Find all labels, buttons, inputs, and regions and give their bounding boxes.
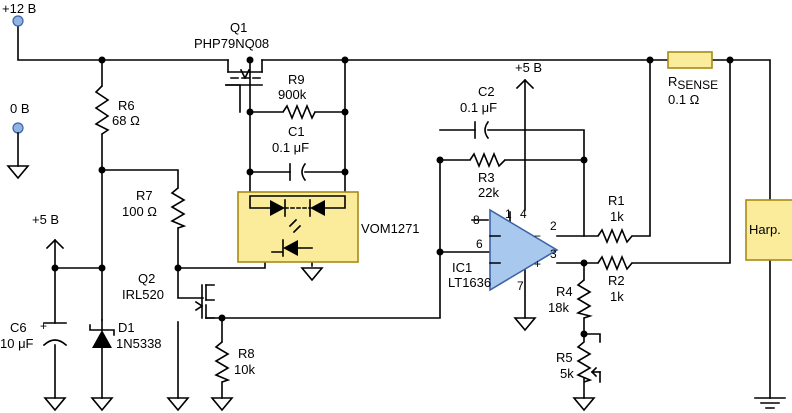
- supply-terminals: [12, 15, 24, 167]
- label-r3-value: 22k: [478, 185, 499, 200]
- label-r8-value: 10k: [234, 362, 255, 377]
- label-opto-part: VOM1271: [361, 221, 420, 236]
- pin-minus: −: [534, 229, 541, 243]
- label-r1-value: 1k: [610, 209, 624, 224]
- label-r4-value: 18k: [548, 300, 569, 315]
- label-r8-ref: R8: [238, 346, 255, 361]
- label-plus5-ic: +5 B: [515, 60, 542, 75]
- label-rsense-value: 0.1 Ω: [668, 92, 700, 107]
- label-plus5-c6: +5 B: [32, 212, 59, 227]
- label-r5-ref: R5: [556, 350, 573, 365]
- pin-2: 2: [550, 219, 557, 233]
- label-c6-value: 10 μF: [0, 336, 34, 351]
- label-q1-part: PHP79NQ08: [194, 36, 269, 51]
- resistor-r7: [170, 187, 187, 229]
- label-r1-ref: R1: [608, 193, 625, 208]
- capacitor-c6: +: [40, 319, 68, 347]
- pin-6: 6: [476, 237, 483, 251]
- ground-symbols: [6, 165, 786, 412]
- label-rsense-ref: RSENSE: [668, 74, 718, 92]
- resistor-r9: [282, 103, 316, 121]
- label-r5-value: 5k: [560, 366, 574, 381]
- zener-d1: [89, 319, 115, 348]
- label-q2-ref: Q2: [138, 271, 155, 286]
- junction-dots: [51, 56, 734, 338]
- label-plus12: +12 B: [2, 1, 36, 16]
- label-r2-value: 1k: [610, 289, 624, 304]
- label-r7-value: 100 Ω: [122, 204, 157, 219]
- opamp-ic1: [489, 208, 559, 292]
- label-r6-value: 68 Ω: [112, 113, 140, 128]
- label-load: Harp.: [749, 222, 781, 237]
- label-d1-part: 1N5338: [116, 336, 162, 351]
- pin-7: 7: [517, 279, 524, 293]
- c6-plus: +: [40, 319, 47, 333]
- pin-plus: +: [534, 257, 541, 271]
- label-ic1-ref: IC1: [452, 260, 472, 275]
- label-c1-ref: C1: [288, 124, 305, 139]
- labels: +12 B 0 B +5 B +5 B Q1 PHP79NQ08 R9 900k…: [0, 1, 781, 381]
- label-q1-ref: Q1: [230, 20, 247, 35]
- pin-4: 4: [520, 207, 527, 221]
- label-c6-ref: C6: [10, 320, 27, 335]
- label-q2-part: IRL520: [122, 287, 164, 302]
- plus5-arrows: [45, 78, 535, 250]
- label-r4-ref: R4: [556, 284, 573, 299]
- label-r9-ref: R9: [288, 72, 305, 87]
- resistor-r8: [214, 341, 231, 383]
- label-c1-value: 0.1 μF: [272, 140, 309, 155]
- pin-3: 3: [550, 247, 557, 261]
- resistor-r1: [597, 227, 633, 245]
- potentiometer-r5: [576, 334, 601, 383]
- label-r2-ref: R2: [608, 273, 625, 288]
- harp-load: [745, 199, 792, 261]
- label-r6-ref: R6: [118, 98, 135, 113]
- resistor-r2: [597, 254, 633, 272]
- label-c2-ref: C2: [478, 84, 495, 99]
- rsense-body: [667, 51, 713, 69]
- capacitor-c2: [474, 120, 490, 140]
- label-c2-value: 0.1 μF: [460, 100, 497, 115]
- label-r3-ref: R3: [478, 170, 495, 185]
- pin-8: 8: [473, 213, 480, 227]
- optocoupler: [237, 191, 359, 263]
- resistor-r6: [94, 85, 110, 135]
- label-zero-volt: 0 B: [10, 101, 30, 116]
- mosfet-q1: [225, 68, 263, 86]
- label-r9-value: 900k: [278, 87, 307, 102]
- capacitor-c1: [289, 162, 307, 182]
- resistor-r3: [469, 151, 506, 169]
- mosfet-q2: [194, 284, 215, 319]
- label-ic1-part: LT1636: [448, 275, 491, 290]
- label-d1-ref: D1: [118, 320, 135, 335]
- pin-1: 1: [505, 207, 512, 221]
- label-r7-ref: R7: [136, 188, 153, 203]
- resistor-r4: [575, 279, 593, 319]
